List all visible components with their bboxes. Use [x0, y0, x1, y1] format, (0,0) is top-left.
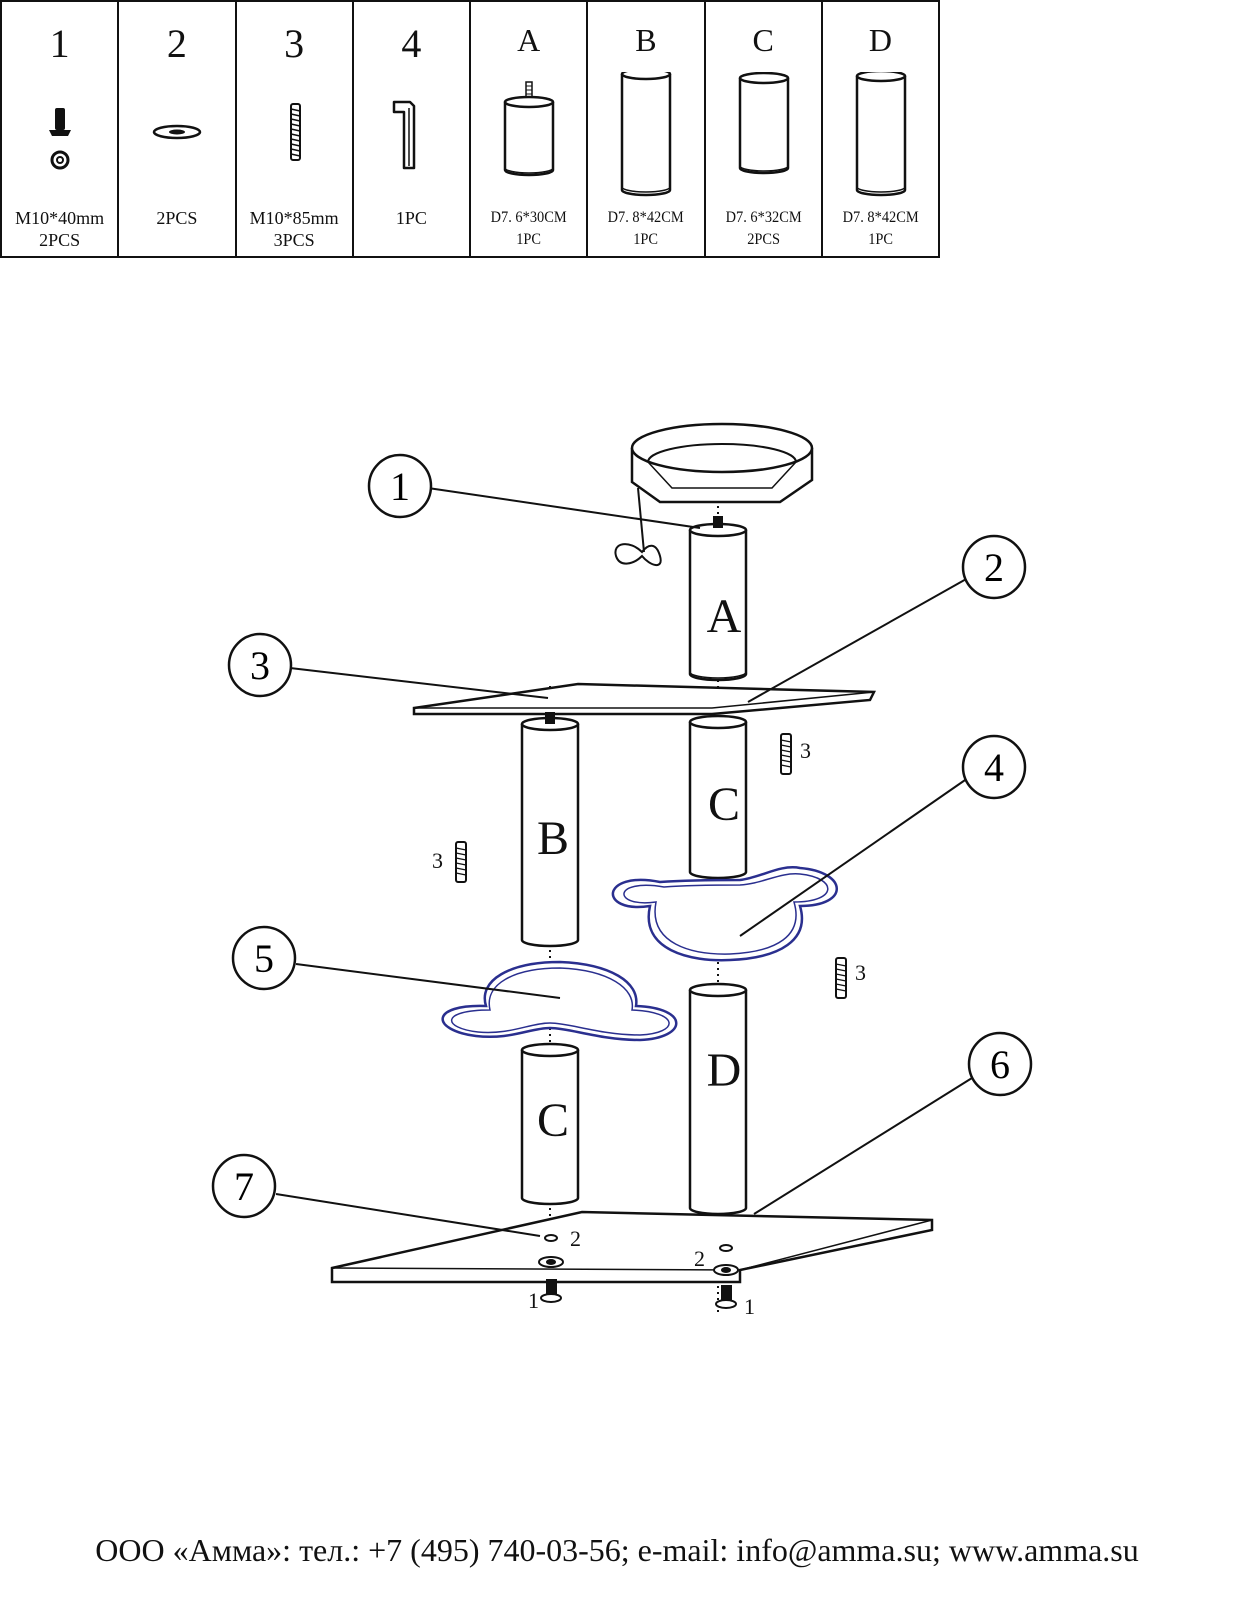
- platform-upper: [611, 866, 838, 962]
- callout-7: 7: [211, 1153, 277, 1219]
- callout-label: 2: [984, 545, 1004, 590]
- threaded-rod-icon: [835, 957, 847, 999]
- part-cell-3: 3 M10*85mm 3PCS: [234, 0, 354, 258]
- callout-label: 7: [234, 1164, 254, 1209]
- base-hardware: [538, 1234, 739, 1309]
- post-label-c-lower: C: [537, 1094, 569, 1147]
- footer-contact: ООО «Амма»: тел.: +7 (495) 740-03-56; e-…: [95, 1532, 1139, 1568]
- part-qty: 2PCS: [156, 208, 198, 228]
- post-a: [688, 516, 748, 682]
- part-qty: 1PC: [516, 231, 542, 248]
- rod-marker: 3: [432, 848, 443, 873]
- part-id: A: [517, 22, 541, 58]
- post-c-upper: [688, 714, 748, 880]
- post-a-icon: [503, 81, 555, 177]
- part-spec: M10*40mm 2PCS: [2, 207, 117, 251]
- part-id: 4: [401, 21, 422, 66]
- callout-1: 1: [367, 453, 433, 519]
- callout-5: 5: [231, 925, 297, 991]
- post-b-icon: [621, 72, 672, 197]
- part-spec: 1PC: [354, 207, 469, 229]
- washer-marker: 2: [694, 1246, 705, 1271]
- part-id: D: [868, 22, 892, 58]
- part-size: D7. 6*30CM: [490, 209, 567, 226]
- part-cell-B: B D7. 8*42CM 1PC: [586, 0, 706, 258]
- callout-6: 6: [967, 1031, 1033, 1097]
- rod-marker: 3: [855, 960, 866, 985]
- bolt-marker: 1: [744, 1294, 755, 1319]
- post-d: [688, 982, 748, 1216]
- threaded-rod-icon: [455, 841, 467, 883]
- part-id: 2: [166, 21, 187, 66]
- part-size: D7. 6*32CM: [725, 209, 802, 226]
- part-size: M10*85mm: [249, 208, 339, 228]
- post-c-icon: [738, 72, 789, 175]
- callout-3: 3: [227, 632, 293, 698]
- part-spec: D7. 8*42CM 1PC: [594, 207, 698, 251]
- leader-lines: [275, 487, 973, 1237]
- part-spec: D7. 6*30CM 1PC: [477, 207, 581, 251]
- part-cell-D: D D7. 8*42CM 1PC: [820, 0, 941, 258]
- bolt-marker: 1: [528, 1288, 539, 1313]
- part-qty: 3PCS: [273, 230, 315, 250]
- part-cell-2: 2 2PCS: [117, 0, 237, 258]
- post-label-d: D: [707, 1044, 742, 1097]
- assembly-diagram: 1 2 3 4 5 6 7 A B C C D 3 3 3 2 2 1 1: [211, 422, 1033, 1319]
- part-id: C: [752, 22, 774, 58]
- platform-lower: [441, 960, 678, 1042]
- bow-toy: [614, 487, 662, 566]
- post-c-lower: [520, 1042, 580, 1206]
- washer-icon: [153, 124, 202, 140]
- part-size: D7. 8*42CM: [842, 209, 919, 226]
- part-qty: 1PC: [633, 231, 659, 248]
- part-cell-4: 4 1PC: [351, 0, 472, 258]
- threaded-rod-icon: [780, 733, 792, 775]
- callout-4: 4: [961, 734, 1027, 800]
- post-label-b: B: [537, 812, 569, 865]
- callout-label: 1: [390, 464, 410, 509]
- callout-label: 3: [250, 643, 270, 688]
- part-id: 3: [284, 21, 305, 66]
- rod-marker: 3: [800, 738, 811, 763]
- part-qty: 1PC: [395, 208, 427, 228]
- part-qty: 1PC: [867, 231, 893, 248]
- part-spec: D7. 6*32CM 2PCS: [711, 207, 815, 251]
- shelf-board: [412, 682, 876, 716]
- callout-label: 4: [984, 745, 1004, 790]
- part-spec: D7. 8*42CM 1PC: [829, 207, 933, 251]
- top-bed: [630, 422, 814, 504]
- post-d-icon: [855, 72, 906, 197]
- post-label-c-upper: C: [708, 778, 740, 831]
- part-cell-C: C D7. 6*32CM 2PCS: [703, 0, 823, 258]
- part-spec: 2PCS: [119, 207, 234, 229]
- post-label-a: A: [707, 590, 742, 643]
- callout-2: 2: [961, 534, 1027, 600]
- part-qty: 2PCS: [746, 231, 780, 248]
- part-size: D7. 8*42CM: [607, 209, 684, 226]
- part-qty: 2PCS: [39, 230, 81, 250]
- callout-label: 5: [254, 936, 274, 981]
- parts-table: 1 M10*40mm 2PCS 2 2PCS 3: [0, 0, 941, 258]
- bolt-icon: [49, 108, 71, 170]
- part-id: 1: [49, 21, 70, 66]
- base-board: [330, 1210, 934, 1284]
- hex-key-icon: [392, 100, 415, 170]
- callout-label: 6: [990, 1042, 1010, 1087]
- part-spec: M10*85mm 3PCS: [237, 207, 352, 251]
- washer-marker: 2: [570, 1226, 581, 1251]
- part-cell-1: 1 M10*40mm 2PCS: [0, 0, 120, 258]
- part-size: M10*40mm: [15, 208, 105, 228]
- part-id: B: [635, 22, 657, 58]
- part-cell-A: A D7. 6*30CM 1PC: [468, 0, 589, 258]
- post-b: [520, 712, 580, 948]
- threaded-rod-icon: [289, 103, 301, 161]
